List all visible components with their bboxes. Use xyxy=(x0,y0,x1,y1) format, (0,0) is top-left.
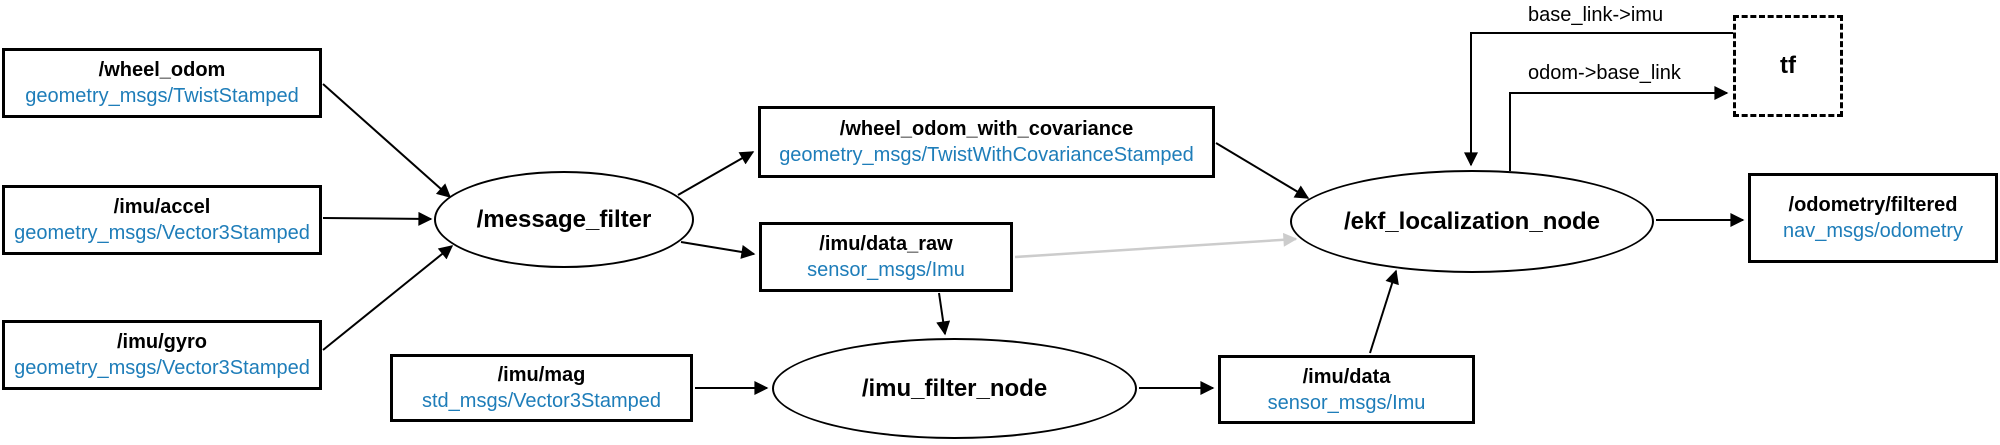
node-imu-filter-node: /imu_filter_node xyxy=(772,338,1137,439)
topic-name: /imu/mag xyxy=(497,364,586,386)
node-tf: tf xyxy=(1733,15,1843,117)
edge-imu-data-raw-to-imu-filter-node xyxy=(936,292,951,336)
topic-name: /imu/data_raw xyxy=(819,233,953,255)
node-name: /message_filter xyxy=(476,205,652,233)
topic-type: geometry_msgs/TwistWithCovarianceStamped xyxy=(779,144,1194,166)
node-name: /ekf_localization_node xyxy=(1343,207,1601,235)
topic-imu-mag: /imu/mag std_msgs/Vector3Stamped xyxy=(390,354,693,422)
node-name: /imu_filter_node xyxy=(861,374,1048,402)
topic-type: geometry_msgs/Vector3Stamped xyxy=(14,222,310,244)
topic-name: /wheel_odom_with_covariance xyxy=(839,118,1134,140)
edge-message-filter-to-wheel-odom-with-covariance xyxy=(677,151,755,196)
topic-imu-accel: /imu/accel geometry_msgs/Vector3Stamped xyxy=(2,185,322,255)
topic-name: /imu/data xyxy=(1302,365,1391,388)
topic-name: /odometry/filtered xyxy=(1788,194,1958,216)
edge-ekf-to-tf-odom-base-link xyxy=(1509,86,1729,171)
topic-wheel-odom-with-covariance: /wheel_odom_with_covariance geometry_msg… xyxy=(758,106,1215,178)
topic-imu-data-raw: /imu/data_raw sensor_msgs/Imu xyxy=(759,222,1013,292)
topic-type: sensor_msgs/Imu xyxy=(807,259,965,281)
topic-imu-gyro: /imu/gyro geometry_msgs/Vector3Stamped xyxy=(2,320,322,390)
edge-message-filter-to-imu-data-raw xyxy=(680,241,756,259)
edge-imu-gyro-to-message-filter xyxy=(322,245,454,351)
topic-name: /wheel_odom xyxy=(98,59,226,81)
topic-type: std_msgs/Vector3Stamped xyxy=(421,390,661,412)
topic-name: /imu/accel xyxy=(113,196,211,218)
topic-type: geometry_msgs/Vector3Stamped xyxy=(14,357,310,379)
edge-wheel-odom-with-covariance-to-ekf xyxy=(1215,142,1310,199)
topic-name: /imu/gyro xyxy=(116,331,207,353)
edge-imu-accel-to-message-filter xyxy=(322,211,433,226)
edge-label-odom-base-link: odom->base_link xyxy=(1528,62,1681,84)
topic-wheel-odom: /wheel_odom geometry_msgs/TwistStamped xyxy=(2,48,322,118)
edge-imu-data-to-ekf xyxy=(1369,269,1399,354)
node-name: tf xyxy=(1780,52,1796,79)
topic-odometry-filtered: /odometry/filtered nav_msgs/odometry xyxy=(1748,173,1998,263)
edge-wheel-odom-to-message-filter xyxy=(322,83,452,198)
topic-type: geometry_msgs/TwistStamped xyxy=(25,85,299,107)
node-ekf-localization-node: /ekf_localization_node xyxy=(1290,170,1654,273)
topic-imu-data: /imu/data sensor_msgs/Imu xyxy=(1218,355,1475,424)
topic-type: sensor_msgs/Imu xyxy=(1267,391,1426,414)
edge-tf-to-ekf-base-link-imu xyxy=(1464,32,1733,167)
node-message-filter: /message_filter xyxy=(434,171,694,268)
edge-label-base-link-imu: base_link->imu xyxy=(1528,4,1664,26)
edge-imu-data-raw-to-ekf-inactive xyxy=(1014,232,1298,259)
topic-type: nav_msgs/odometry xyxy=(1782,220,1964,242)
